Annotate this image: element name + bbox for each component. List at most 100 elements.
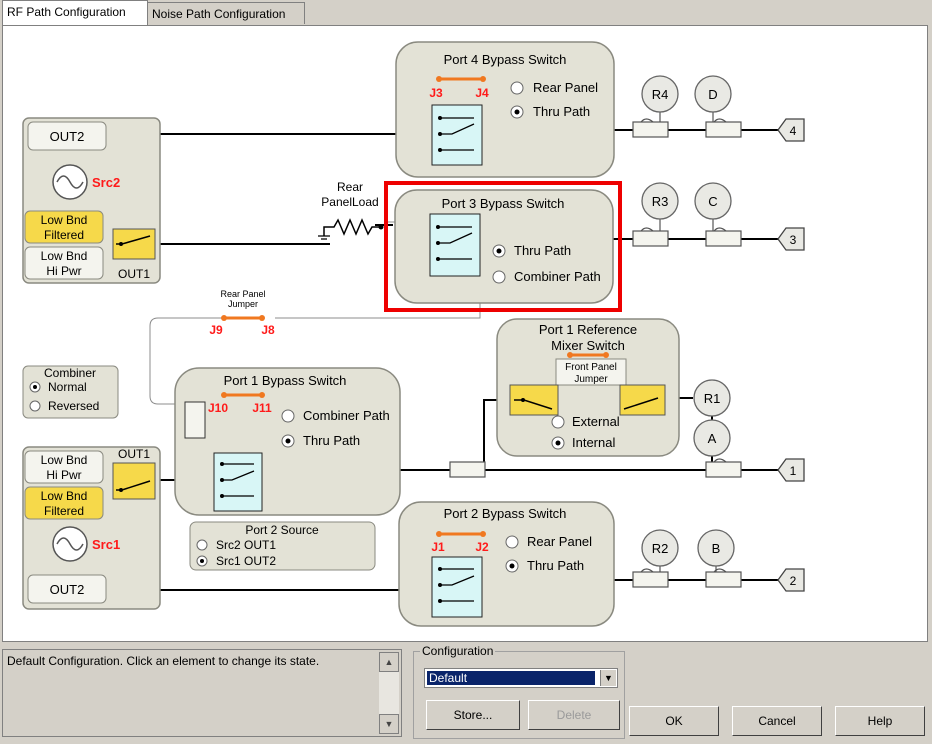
receiver-b[interactable] [697,529,735,567]
port-1-connector[interactable] [777,458,805,482]
receivers[interactable]: R4 D R3 C R1 A R2 B [641,75,735,567]
port1-bypass-switch[interactable]: Port 1 Bypass Switch J10 J11 Combiner Pa… [174,367,401,516]
port2-src1out2-label[interactable]: Src1 OUT2 [216,554,276,568]
src2-block[interactable]: OUT2 Src2 Low Bnd Filtered Low Bnd Hi Pw… [22,117,161,284]
jumper-j9-label: J9 [209,323,223,337]
port1-thru-path-label[interactable]: Thru Path [303,433,360,448]
receiver-a[interactable] [693,419,731,457]
front-jumper-line1: Front Panel [565,362,617,373]
src2-hipwr-line2[interactable]: Hi Pwr [46,264,81,278]
chevron-down-icon[interactable]: ▼ [600,670,616,686]
ref-external-label[interactable]: External [572,414,620,429]
port4-rear-panel-label[interactable]: Rear Panel [533,80,598,95]
jumper-j8-label: J8 [261,323,275,337]
receiver-r1[interactable] [693,379,731,417]
port4-switch-icon[interactable] [431,104,483,166]
rear-panel-load-line2: PanelLoad [321,195,378,209]
src1-out2-label[interactable]: OUT2 [50,582,85,597]
help-button[interactable]: Help [835,706,925,736]
coupler-taps [659,112,717,572]
port4-bypass-switch[interactable]: Port 4 Bypass Switch J3 J4 Rear Panel Th… [395,41,615,178]
port4-thru-path-label[interactable]: Thru Path [533,104,590,119]
receiver-r2[interactable] [641,529,679,567]
port-4-label: 4 [790,124,797,138]
configuration-label: Configuration [420,644,496,658]
tab-rf-path[interactable]: RF Path Configuration [2,0,148,26]
port2-rear-panel-label[interactable]: Rear Panel [527,534,592,549]
rear-panel-jumper[interactable]: Rear Panel Jumper J9 J8 [209,289,275,337]
src1-filtered-line2[interactable]: Filtered [44,504,84,518]
receiver-c-label: C [708,194,717,209]
port4-rear-panel-radio[interactable] [510,81,524,95]
receiver-r3[interactable] [641,182,679,220]
combiner-normal-label[interactable]: Normal [48,380,87,394]
port3-combiner-path-radio[interactable] [492,270,506,284]
combiner-reversed-radio[interactable] [29,400,41,412]
src2-filtered-line2[interactable]: Filtered [44,228,84,242]
receiver-b-label: B [712,541,721,556]
receiver-d[interactable] [694,75,732,113]
receiver-r1-label: R1 [704,391,721,406]
src1-hipwr-line1[interactable]: Low Bnd [41,453,88,467]
port2-src2out1-radio[interactable] [196,539,208,551]
couplers [449,118,742,588]
receiver-d-label: D [708,87,717,102]
port2-switch-icon[interactable] [431,556,483,618]
status-panel: Default Configuration. Click an element … [2,649,402,737]
port3-thru-path-label[interactable]: Thru Path [514,243,571,258]
src2-out1-label: OUT1 [118,267,150,281]
port1-ref-title-line2: Mixer Switch [551,338,625,353]
port1-j11-label: J11 [252,401,272,415]
port-3-label: 3 [790,233,797,247]
port-1-label: 1 [790,464,797,478]
port1-switch-icon[interactable] [213,452,263,512]
port1-combiner-path-label[interactable]: Combiner Path [303,408,390,423]
ref-external-radio[interactable] [551,415,565,429]
src2-hipwr-line1[interactable]: Low Bnd [41,249,88,263]
tab-noise-path[interactable]: Noise Path Configuration [147,2,305,24]
scroll-up-icon[interactable]: ▲ [379,652,399,672]
port2-thru-path-label[interactable]: Thru Path [527,558,584,573]
rear-jumper-line2: Jumper [228,299,258,309]
port3-switch-icon[interactable] [429,213,481,277]
port2-bypass-switch[interactable]: Port 2 Bypass Switch J1 J2 Rear Panel Th… [398,501,615,627]
src2-filtered-line1[interactable]: Low Bnd [41,213,88,227]
port-connectors[interactable]: 4 3 1 2 [777,118,805,592]
port4-title: Port 4 Bypass Switch [444,52,567,67]
port2-rear-panel-radio[interactable] [505,535,519,549]
src1-filtered-line1[interactable]: Low Bnd [41,489,88,503]
rear-panel-load[interactable]: Rear PanelLoad [318,180,384,240]
port3-title: Port 3 Bypass Switch [442,196,565,211]
scroll-down-icon[interactable]: ▼ [379,714,399,734]
src2-out2-label[interactable]: OUT2 [50,129,85,144]
src1-hipwr-line2[interactable]: Hi Pwr [46,468,81,482]
port1-reference-mixer-switch[interactable]: Port 1 Reference Mixer Switch Front Pane… [496,318,680,457]
port-2-connector[interactable] [777,568,805,592]
ref-internal-label[interactable]: Internal [572,435,615,450]
configuration-select[interactable]: Default ▼ [424,668,618,688]
port2-src2out1-label[interactable]: Src2 OUT1 [216,538,276,552]
delete-button[interactable]: Delete [528,700,620,730]
cancel-button[interactable]: Cancel [732,706,822,736]
port2-j2-label: J2 [475,540,489,554]
status-text: Default Configuration. Click an element … [7,654,320,668]
combiner-reversed-label[interactable]: Reversed [48,399,99,413]
port-4-connector[interactable] [777,118,805,142]
port2-source-group[interactable]: Port 2 Source Src2 OUT1 Src1 OUT2 [189,521,376,571]
port-3-connector[interactable] [777,227,805,251]
port3-bypass-switch[interactable]: Port 3 Bypass Switch Thru Path Combiner … [394,189,614,304]
ref-right-switch[interactable] [619,384,666,416]
receiver-r4[interactable] [641,75,679,113]
port3-combiner-path-label[interactable]: Combiner Path [514,269,601,284]
receiver-c[interactable] [694,182,732,220]
store-button[interactable]: Store... [426,700,520,730]
port1-combiner-path-radio[interactable] [281,409,295,423]
ok-button[interactable]: OK [629,706,719,736]
status-scrollbar[interactable]: ▲ ▼ [379,652,399,734]
combiner-title: Combiner [44,366,96,380]
combiner-group[interactable]: Combiner Normal Reversed [22,365,119,419]
configuration-value: Default [427,671,595,685]
port1-title: Port 1 Bypass Switch [224,373,347,388]
src1-block[interactable]: Low Bnd Hi Pwr Low Bnd Filtered OUT1 Src… [22,446,161,610]
